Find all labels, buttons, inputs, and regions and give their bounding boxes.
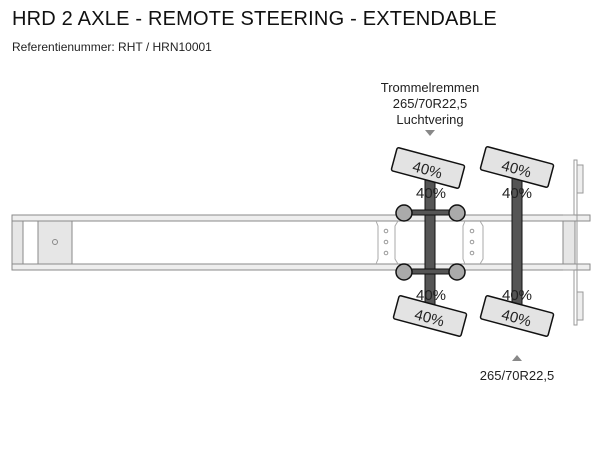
- reference-number: Referentienummer: RHT / HRN10001: [12, 40, 212, 54]
- tire-bottom-inner-wear: 40%: [416, 287, 446, 304]
- chassis-frame: [11, 214, 591, 271]
- tire-top-inner-wear: 40%: [502, 185, 532, 202]
- axle-2-tire-size: 265/70R22,5: [480, 368, 554, 383]
- arrow-down-icon: [425, 130, 435, 136]
- axle-1-suspension: Luchtvering: [396, 112, 463, 127]
- hub-icon: [395, 204, 466, 281]
- tire-bottom-outer: 40%: [479, 295, 555, 337]
- axle-1-tire-size: 265/70R22,5: [393, 96, 467, 111]
- tire-top-inner-wear: 40%: [416, 185, 446, 202]
- tire-top-outer: 40%: [390, 147, 466, 189]
- page-title: HRD 2 AXLE - REMOTE STEERING - EXTENDABL…: [12, 8, 497, 30]
- axle-2: 40% 40% 40% 40%: [479, 146, 555, 337]
- rear-bracket: [563, 159, 584, 326]
- tire-bottom-outer: 40%: [392, 295, 468, 337]
- axle-1: 40% 40% 40% 40%: [390, 147, 468, 337]
- arrow-up-icon: [512, 355, 522, 361]
- tire-bottom-inner-wear: 40%: [502, 287, 532, 304]
- axle-1-brakes: Trommelremmen: [381, 80, 479, 95]
